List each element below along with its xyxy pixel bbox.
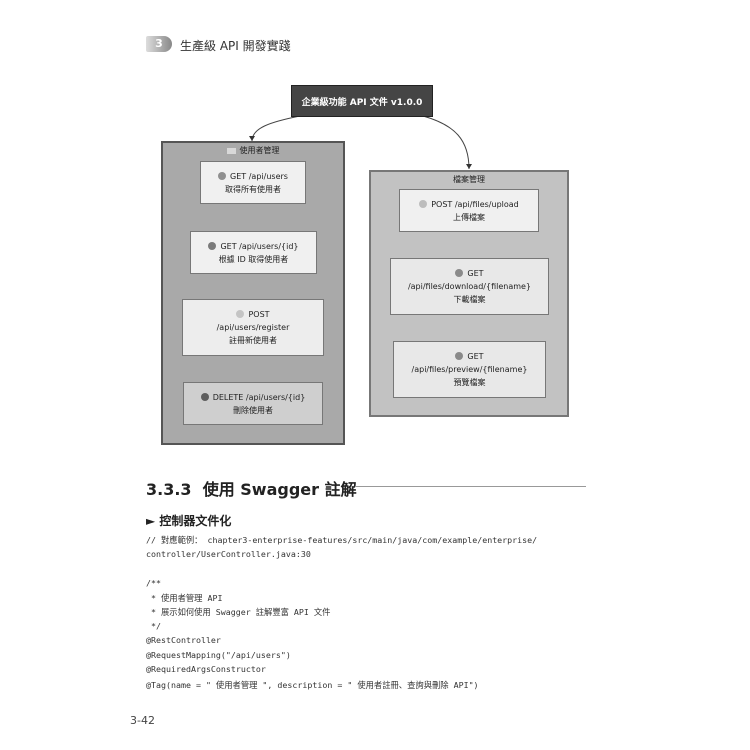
arrowhead-files (466, 164, 472, 169)
endpoint-method: POST (248, 310, 270, 319)
section-heading: 3.3.3 使用 Swagger 註解 (146, 480, 357, 499)
endpoint-path: /api/files/download/{filename} (407, 282, 532, 291)
code-line: controller/UserController.java:30 (146, 549, 311, 559)
status-dot-icon (455, 352, 464, 360)
code-line: /** (146, 578, 161, 588)
group-title: 檔案管理 (453, 175, 485, 184)
code-line: @RequiredArgsConstructor (146, 664, 266, 674)
endpoint-method: GET (467, 352, 484, 361)
chapter-title: 生產級 API 開發實踐 (180, 39, 291, 53)
status-dot-icon (200, 392, 209, 401)
heading-rule (356, 486, 586, 487)
endpoint-path: /api/users/register (216, 323, 290, 332)
code-line: * 展示如何使用 Swagger 註解豐富 API 文件 (146, 607, 331, 617)
node-post-register: POST /api/users/register 註冊新使用者 (182, 299, 324, 356)
arrowhead-users (249, 136, 255, 141)
code-line: @RequestMapping("/api/users") (146, 650, 291, 660)
code-line: // 對應範例： chapter3-enterprise-features/sr… (146, 535, 538, 545)
node-download-file: GET /api/files/download/{filename} 下載檔案 (390, 258, 549, 315)
chapter-badge: 3 (146, 36, 172, 52)
node-preview-file: GET /api/files/preview/{filename} 預覽檔案 (393, 341, 546, 398)
status-dot-icon (218, 171, 227, 180)
endpoint-desc: 下載檔案 (453, 295, 486, 304)
endpoint-desc: 註冊新使用者 (229, 336, 277, 345)
endpoint-path: /api/files/preview/{filename} (411, 365, 528, 374)
arrow-to-users (251, 115, 301, 142)
endpoint: DELETE /api/users/{id} (212, 392, 306, 402)
endpoint-desc: 上傳檔案 (453, 212, 485, 222)
subsection-heading: ► 控制器文件化 (146, 514, 232, 528)
status-dot-icon (236, 310, 245, 318)
endpoint-method: GET (467, 269, 484, 278)
group-title: 使用者管理 (239, 146, 280, 155)
endpoint: GET /api/users/{id} (220, 241, 299, 251)
group-icon (226, 147, 236, 154)
page-number: 3-42 (130, 714, 155, 727)
code-line: * 使用者管理 API (146, 593, 223, 603)
node-upload-file: POST /api/files/upload 上傳檔案 (399, 189, 539, 232)
code-line: @RestController (146, 635, 221, 645)
status-dot-icon (419, 199, 428, 208)
status-dot-icon (455, 269, 464, 277)
code-line: */ (146, 621, 161, 631)
endpoint-desc: 刪除使用者 (233, 405, 273, 415)
code-line: @Tag(name = " 使用者管理 ", description = " 使… (146, 680, 479, 690)
node-delete-user: DELETE /api/users/{id} 刪除使用者 (183, 382, 323, 425)
api-doc-root-node: 企業級功能 API 文件 v1.0.0 (291, 85, 433, 117)
endpoint-desc: 取得所有使用者 (225, 184, 281, 194)
endpoint: GET /api/users (230, 171, 288, 181)
endpoint-desc: 預覽檔案 (453, 378, 486, 387)
endpoint: POST /api/files/upload (431, 199, 519, 209)
arrow-to-files (422, 115, 470, 170)
node-get-users: GET /api/users 取得所有使用者 (200, 161, 306, 204)
status-dot-icon (208, 241, 217, 250)
endpoint-desc: 根據 ID 取得使用者 (218, 254, 289, 264)
node-get-user-by-id: GET /api/users/{id} 根據 ID 取得使用者 (190, 231, 317, 274)
